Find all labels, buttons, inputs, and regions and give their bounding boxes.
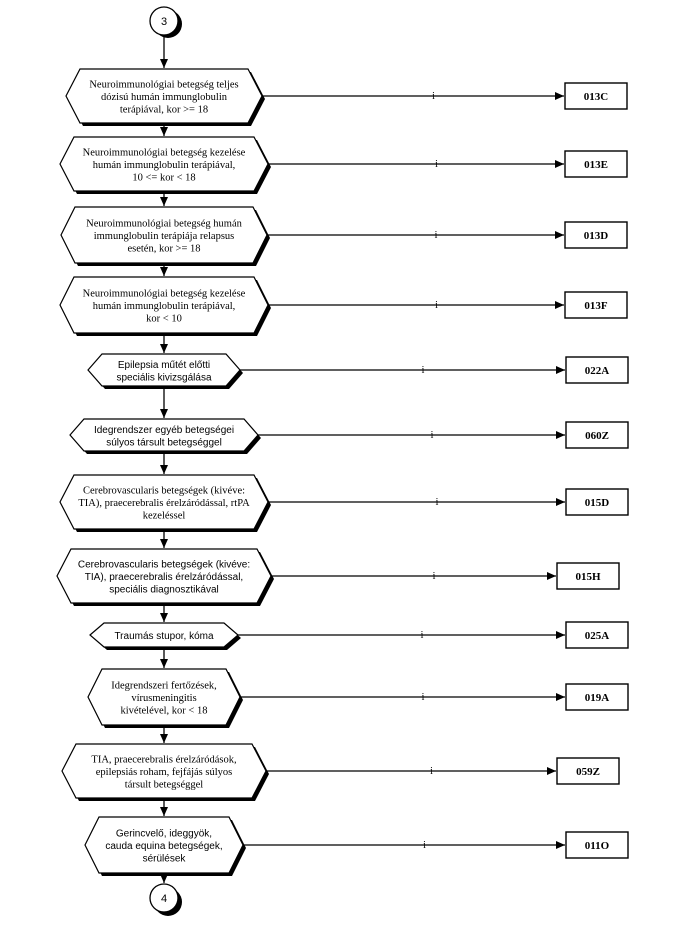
connector-top: 3 xyxy=(149,6,182,38)
result-box-013c: 013C xyxy=(564,82,628,110)
decision-059z: TIA, praecerebralis érelzáródások,epilep… xyxy=(61,743,620,801)
branch-label: i xyxy=(430,766,433,777)
branch-label: i xyxy=(435,230,438,241)
decision-label-line: TIA), praecerebralis érelzáródással, rtP… xyxy=(78,498,250,509)
decision-label-line: Cerebrovascularis betegségek (kivéve: xyxy=(83,486,245,497)
decision-013c: Neuroimmunológiai betegség teljesdózisú … xyxy=(65,68,628,126)
decision-label-line: TIA), praecerebralis érelzáródással, xyxy=(85,572,243,583)
branch-label: i xyxy=(421,630,424,641)
branch-label: i xyxy=(423,840,426,851)
result-code: 011O xyxy=(585,840,610,852)
result-box-013f: 013F xyxy=(564,291,628,319)
result-box-022a: 022A xyxy=(565,356,629,384)
result-box-013d: 013D xyxy=(564,221,628,249)
result-box-060z: 060Z xyxy=(565,421,629,449)
result-box-frame xyxy=(565,683,629,711)
decision-label-line: humán immunglobulin terápiával, xyxy=(93,160,236,171)
decision-label-line: kezeléssel xyxy=(143,511,186,522)
branch-label: i xyxy=(431,430,434,441)
result-box-059z: 059Z xyxy=(556,757,620,785)
decision-label-line: Neuroimmunológiai betegség humán xyxy=(86,219,242,230)
branch-label: i xyxy=(432,91,435,102)
decision-label-line: Neuroimmunológiai betegség kezelése xyxy=(83,148,246,159)
result-code: 013F xyxy=(584,300,608,312)
decision-label-line: esetén, kor >= 18 xyxy=(127,244,200,255)
result-box-019a: 019A xyxy=(565,683,629,711)
result-code: 022A xyxy=(585,365,610,377)
decision-label-line: Neuroimmunológiai betegség teljes xyxy=(89,80,238,91)
decision-015d: Cerebrovascularis betegségek (kivéve:TIA… xyxy=(59,474,629,532)
result-box-frame xyxy=(565,356,629,384)
result-code: 013E xyxy=(584,159,608,171)
result-code: 013C xyxy=(584,91,609,103)
decision-025a: Traumás stupor, kóma i 025A xyxy=(89,621,629,650)
decision-label-line: humán immunglobulin terápiával, xyxy=(93,301,236,312)
decision-label-line: Epilepsia műtét előtti xyxy=(118,360,210,371)
decision-label-line: speciális diagnosztikával xyxy=(109,585,219,596)
decision-label-line: Gerincvelő, ideggyök, xyxy=(116,829,212,840)
steps-layer: Neuroimmunológiai betegség teljesdózisú … xyxy=(56,35,629,883)
decision-label-line: Idegrendszeri fertőzések, xyxy=(111,681,217,692)
decision-019a: Idegrendszeri fertőzések,vírusmeningitis… xyxy=(87,668,629,728)
result-box-frame xyxy=(565,621,629,649)
decision-label-line: speciális kivizsgálása xyxy=(116,372,211,383)
result-box-frame xyxy=(556,757,620,785)
branch-label: i xyxy=(433,571,436,582)
branch-label: i xyxy=(436,497,439,508)
result-code: 013D xyxy=(584,230,609,242)
decision-label-line: kivételével, kor < 18 xyxy=(121,706,208,717)
branch-label: i xyxy=(422,692,425,703)
branch-label: i xyxy=(422,365,425,376)
decision-label-line: társult betegséggel xyxy=(125,780,204,791)
branch-label: i xyxy=(435,300,438,311)
result-code: 015D xyxy=(585,497,610,509)
result-box-frame xyxy=(564,221,628,249)
result-code: 060Z xyxy=(585,430,609,442)
result-box-frame xyxy=(565,831,629,859)
decision-label-line: Cerebrovascularis betegségek (kivéve: xyxy=(78,560,250,571)
result-box-frame xyxy=(556,562,620,590)
result-box-015d: 015D xyxy=(565,488,629,516)
decision-label-line: sérülések xyxy=(143,854,187,865)
result-box-frame xyxy=(564,150,628,178)
result-box-frame xyxy=(564,82,628,110)
decision-label-line: immunglobulin terápiája relapsus xyxy=(94,231,235,242)
decision-label-line: súlyos társult betegséggel xyxy=(106,437,222,448)
connector-bottom-label: 4 xyxy=(161,893,167,905)
result-box-011o: 011O xyxy=(565,831,629,859)
decision-011o: Gerincvelő, ideggyök,cauda equina betegs… xyxy=(84,816,629,876)
decision-013d: Neuroimmunológiai betegség humánimmunglo… xyxy=(60,206,628,266)
decision-013e: Neuroimmunológiai betegség kezelésehumán… xyxy=(59,136,628,194)
result-box-frame xyxy=(565,488,629,516)
result-code: 059Z xyxy=(576,766,600,778)
decision-label-line: Neuroimmunológiai betegség kezelése xyxy=(83,289,246,300)
decision-015h: Cerebrovascularis betegségek (kivéve:TIA… xyxy=(56,548,620,606)
result-code: 025A xyxy=(585,630,610,642)
decision-label-line: dózisú humán immunglobulin xyxy=(101,92,228,103)
result-box-025a: 025A xyxy=(565,621,629,649)
result-box-013e: 013E xyxy=(564,150,628,178)
result-code: 015H xyxy=(575,571,601,583)
decision-label-line: Idegrendszer egyéb betegségei xyxy=(94,425,234,436)
decision-label-line: TIA, praecerebralis érelzáródások, xyxy=(91,755,236,766)
result-code: 019A xyxy=(585,692,610,704)
connector-top-label: 3 xyxy=(161,16,167,28)
branch-label: i xyxy=(435,159,438,170)
decision-label-line: Traumás stupor, kóma xyxy=(114,631,214,642)
result-box-015h: 015H xyxy=(556,562,620,590)
decision-label-line: cauda equina betegségek, xyxy=(105,841,222,852)
connector-bottom: 4 xyxy=(149,883,182,916)
result-box-frame xyxy=(564,291,628,319)
decision-label-line: terápiával, kor >= 18 xyxy=(120,105,208,116)
result-box-frame xyxy=(565,421,629,449)
decision-label-line: vírusmeningitis xyxy=(131,693,196,704)
decision-label-line: 10 <= kor < 18 xyxy=(132,173,195,184)
decision-label-line: epilepsiás roham, fejfájás súlyos xyxy=(96,767,232,778)
decision-label-line: kor < 10 xyxy=(146,314,182,325)
decision-013f: Neuroimmunológiai betegség kezelésehumán… xyxy=(59,276,628,336)
